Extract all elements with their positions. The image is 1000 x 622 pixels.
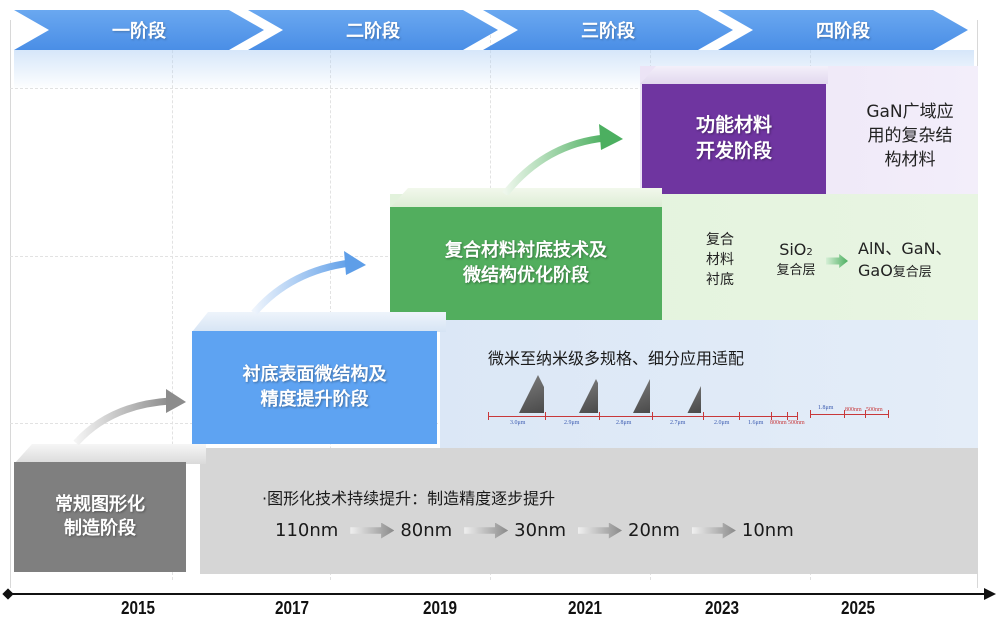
stage-chevron-2: 二阶段 <box>248 10 498 50</box>
year-label: 2021 <box>568 598 603 618</box>
stage-chevron-1: 一阶段 <box>14 10 264 50</box>
gray-arrow-icon <box>350 522 395 539</box>
year-label: 2015 <box>121 598 156 618</box>
stage2-headline: 微米至纳米级多规格、细分应用适配 <box>488 349 745 368</box>
stage1-panel <box>200 448 978 574</box>
stage2-top-face <box>192 312 446 332</box>
blue-curved-arrow-icon <box>251 251 366 315</box>
gray-arrow-icon <box>578 522 623 539</box>
stage2-title-box: 衬底表面微结构及精度提升阶段 <box>192 331 437 444</box>
year-label: 2017 <box>275 598 310 618</box>
stage1-title-box: 常规图形化制造阶段 <box>14 462 186 572</box>
stage1-bullet: ·图形化技术持续提升：制造精度逐步提升 <box>262 489 556 508</box>
stage-chevron-4: 四阶段 <box>718 10 968 50</box>
stage3-top-face <box>390 188 662 208</box>
grid-line <box>330 30 331 580</box>
gray-arrow-icon <box>691 522 736 539</box>
stage4-detail: GaN广域应 用的复杂结 构材料 <box>866 102 954 170</box>
year-label: 2023 <box>705 598 740 618</box>
stage3-sio2-label: SiO2 复合层 <box>776 240 816 278</box>
year-label: 2025 <box>841 598 876 618</box>
green-curved-arrow-icon <box>502 124 623 195</box>
stage1-top-face <box>14 444 206 464</box>
stage-chevron-3: 三阶段 <box>483 10 733 50</box>
gray-arrow-icon <box>464 522 509 539</box>
stage3-title-box: 复合材料衬底技术及微结构优化阶段 <box>390 207 662 320</box>
axis-start-marker <box>2 588 14 600</box>
stage3-layers-label: AlN、GaN、 GaO复合层 <box>858 239 952 280</box>
year-label: 2019 <box>423 598 458 618</box>
stage4-top-face <box>640 66 828 84</box>
axis-arrow-head-icon <box>984 588 996 600</box>
green-arrow-icon <box>826 254 848 268</box>
precision-progression: 110nm 80nm 30nm 20nm 10nm <box>275 520 794 541</box>
stage4-title-box: 功能材料开发阶段 <box>642 84 826 194</box>
stage2-panel <box>440 320 978 448</box>
timeline-axis <box>8 593 990 595</box>
stage3-substrate-label: 复合 材料 衬底 <box>706 232 734 288</box>
grid-line <box>172 30 173 580</box>
gray-curved-arrow-icon <box>73 389 186 445</box>
